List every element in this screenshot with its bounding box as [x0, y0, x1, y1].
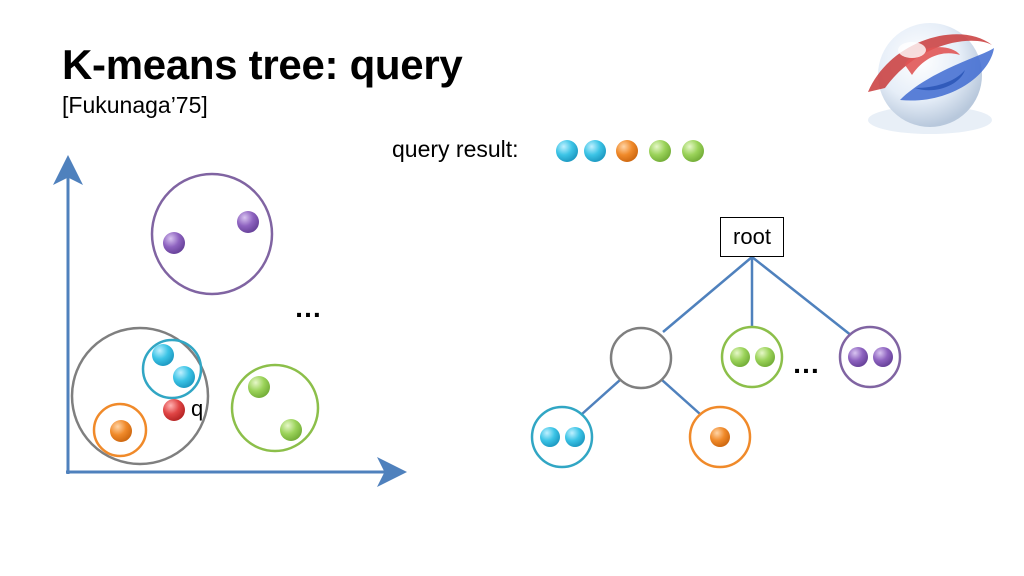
green-point	[280, 419, 302, 441]
slide-title: K-means tree: query	[62, 41, 463, 88]
tree-root-node: root	[720, 217, 784, 257]
spinning-globe-logo-icon	[868, 23, 994, 134]
tree-node-green-point	[755, 347, 775, 367]
result-dot-cyan-2	[584, 140, 606, 162]
query-point	[163, 399, 185, 421]
tree-edge	[661, 379, 701, 415]
result-dot-orange	[616, 140, 638, 162]
tree-node-cyan-point	[540, 427, 560, 447]
citation-subtitle: [Fukunaga’75]	[62, 92, 208, 118]
orange-point	[110, 420, 132, 442]
purple-point	[163, 232, 185, 254]
tree-ellipsis: …	[792, 348, 820, 379]
orange-subcluster-circle	[92, 402, 148, 458]
tree-node-green	[720, 325, 784, 389]
tree-edge	[751, 256, 853, 337]
query-point-label: q	[191, 396, 204, 421]
tree-node-cyan	[530, 405, 594, 469]
result-dot-green-2	[682, 140, 704, 162]
tree-node-purple	[838, 325, 902, 389]
cyan-subcluster-circle	[141, 338, 203, 400]
tree-node-purple-point	[873, 347, 893, 367]
left-ellipsis: …	[294, 292, 322, 323]
green-point	[248, 376, 270, 398]
kmeans-tree	[530, 256, 902, 469]
tree-node-orange-point	[710, 427, 730, 447]
tree-node-purple-point	[848, 347, 868, 367]
tree-root-label: root	[733, 224, 771, 249]
tree-edge	[581, 379, 621, 415]
purple-cluster-circle	[150, 172, 274, 296]
query-result-label: query result:	[392, 136, 519, 162]
feature-space-clusters	[70, 172, 320, 466]
query-result-dots	[556, 140, 704, 162]
feature-space-axes	[53, 155, 407, 487]
cyan-point	[173, 366, 195, 388]
result-dot-green-1	[649, 140, 671, 162]
tree-edge	[662, 256, 753, 333]
tree-node-green-point	[730, 347, 750, 367]
gray-cluster-circle	[70, 326, 210, 466]
tree-node-cyan-point	[565, 427, 585, 447]
cyan-point	[152, 344, 174, 366]
result-dot-cyan-1	[556, 140, 578, 162]
tree-node-gray	[609, 326, 673, 390]
green-cluster-circle	[230, 363, 320, 453]
purple-point	[237, 211, 259, 233]
